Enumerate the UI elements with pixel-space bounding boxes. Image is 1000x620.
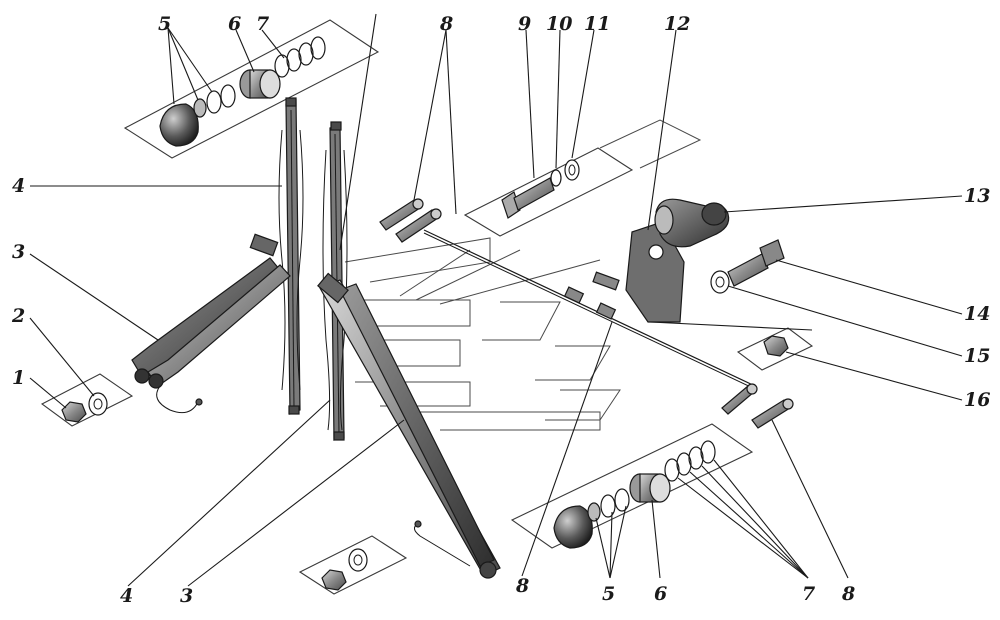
pin-upper-left [379,198,424,231]
platform-nut-washer-left [40,373,134,427]
callout-2: 2 [11,305,25,327]
wiper-arm-center [317,272,501,579]
leader-lines [29,13,963,587]
link-rod [423,229,756,390]
wiper-blade-left [278,97,304,415]
nut-1 [61,401,87,423]
callout-4-bottom: 4 [120,585,133,607]
bolt-14 [727,239,785,287]
assembly-guide-lines [344,119,702,431]
callout-3-bottom: 3 [180,585,193,607]
washer-set-bottom [587,488,630,522]
washer-10 [550,169,562,187]
callout-11: 11 [584,13,610,35]
callout-15: 15 [964,345,990,367]
pin-lower-left [721,383,758,415]
callout-5-bottom: 5 [602,583,615,605]
callout-10: 10 [546,13,572,35]
callout-8-bottom: 8 [515,575,529,597]
protective-cap-bottom [553,505,593,549]
washer-11 [564,159,580,181]
washer-set-top [193,84,236,118]
callout-3-left: 3 [12,241,25,263]
callout-4-left: 4 [12,175,25,197]
bracket-12 [592,221,685,323]
bushing-bottom [629,473,671,503]
wiper-arm-left [131,233,291,414]
motor-13 [654,198,730,248]
callout-8-right: 8 [841,583,855,605]
bushing-top [239,69,281,99]
pin-upper-right [395,208,442,243]
callout-14: 14 [964,303,990,325]
callout-13: 13 [964,185,990,207]
callout-1: 1 [12,367,25,389]
callout-6-top: 6 [228,13,241,35]
callout-16: 16 [964,389,990,411]
callout-7-top: 7 [256,13,269,35]
nut-16 [763,335,789,357]
callout-7-bottom: 7 [802,583,815,605]
callout-12: 12 [664,13,690,35]
protective-cap-top [159,103,199,147]
nut-bottom [321,569,347,591]
callout-9: 9 [518,13,531,35]
bolt-9 [501,177,555,219]
callout-6-bottom: 6 [654,583,667,605]
washer-2 [88,392,108,416]
rings-bottom [664,440,716,482]
washer-15 [710,270,730,294]
pin-lower-right [751,398,794,429]
rings-top [274,36,326,78]
callout-labels: 1 2 3 4 5 6 7 8 9 10 11 12 13 14 15 16 4… [11,13,990,607]
callout-8-top: 8 [439,13,453,35]
callout-5-top: 5 [158,13,171,35]
washer-bottom [348,548,368,572]
